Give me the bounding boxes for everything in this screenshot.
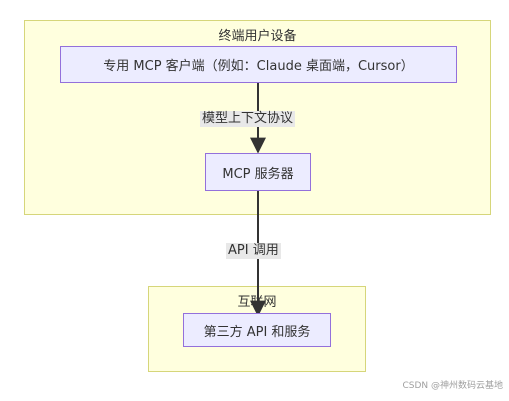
edge-label-model-context-protocol: 模型上下文协议 xyxy=(200,111,296,127)
node-mcp-client[interactable]: 专用 MCP 客户端（例如：Claude 桌面端，Cursor） xyxy=(60,46,457,83)
node-third-party-services[interactable]: 第三方 API 和服务 xyxy=(183,313,331,347)
node-mcp-server[interactable]: MCP 服务器 xyxy=(205,153,311,191)
watermark: CSDN @神州数码云基地 xyxy=(402,381,503,391)
node-mcp-server-label: MCP 服务器 xyxy=(222,166,294,182)
group-end-user-device-title: 终端用户设备 xyxy=(218,29,297,44)
node-third-party-services-label: 第三方 API 和服务 xyxy=(203,324,311,340)
node-mcp-client-label: 专用 MCP 客户端（例如：Claude 桌面端，Cursor） xyxy=(103,59,414,74)
edge-label-api-call: API 调用 xyxy=(226,243,281,259)
